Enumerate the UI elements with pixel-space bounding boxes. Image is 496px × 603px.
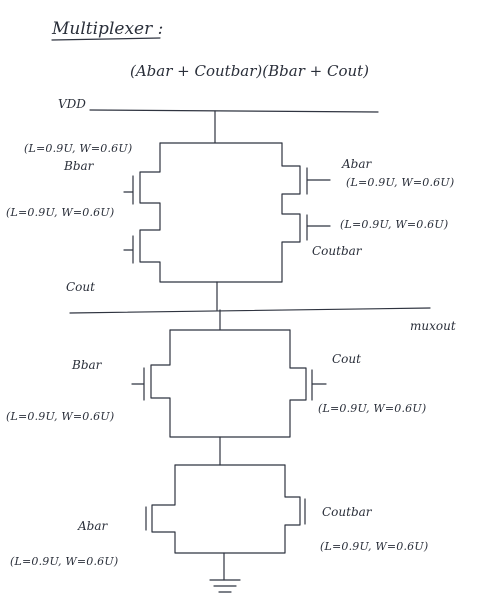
pull-down-upper-network xyxy=(131,309,327,466)
pu-abar-label: Abar xyxy=(341,157,373,171)
muxout-label: muxout xyxy=(410,319,456,333)
pdl-coutbar-label: Coutbar xyxy=(322,505,373,519)
pdl-abar-label: Abar xyxy=(77,519,109,533)
pdu-bbar-label: Bbar xyxy=(71,358,103,372)
pdu-bbar-dim: (L=0.9U, W=0.6U) xyxy=(6,410,114,423)
pu-cout-dim: (L=0.9U, W=0.6U) xyxy=(6,206,114,219)
vdd-label: VDD xyxy=(58,97,86,111)
pu-cout-label: Cout xyxy=(66,280,95,294)
title-underline xyxy=(51,37,161,41)
vdd-rail xyxy=(89,109,379,113)
muxout-rail xyxy=(69,307,431,314)
pdl-abar-dim: (L=0.9U, W=0.6U) xyxy=(10,555,118,568)
boolean-expression: (Abar + Coutbar)(Bbar + Cout) xyxy=(130,62,369,80)
pdu-cout-dim: (L=0.9U, W=0.6U) xyxy=(318,402,426,415)
pdu-cout-label: Cout xyxy=(332,352,361,366)
pull-down-lower-network xyxy=(145,464,306,581)
pu-coutbar-label: Coutbar xyxy=(312,244,363,258)
pu-coutbar-dim: (L=0.9U, W=0.6U) xyxy=(340,218,448,231)
pu-abar-dim: (L=0.9U, W=0.6U) xyxy=(346,176,454,189)
pdl-coutbar-dim: (L=0.9U, W=0.6U) xyxy=(320,540,428,553)
title: Multiplexer : xyxy=(51,19,163,39)
ground-icon xyxy=(209,579,241,593)
pu-bbar-label: Bbar xyxy=(63,159,95,173)
pu-bbar-dim: (L=0.9U, W=0.6U) xyxy=(24,142,132,155)
pull-up-network xyxy=(123,110,331,311)
